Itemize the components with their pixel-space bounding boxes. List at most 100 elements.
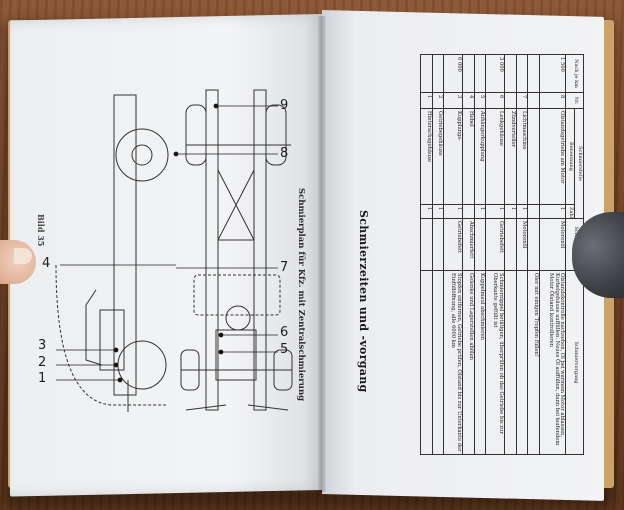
table-row: 5 Anhängerkupplung 1 Kuppelmaul abschmie…: [474, 54, 486, 455]
callout-8: 8: [280, 146, 289, 161]
cell-km: [527, 54, 540, 93]
front-wheel-side: [117, 340, 167, 390]
header-count: Zahl: [566, 204, 575, 219]
side-engine-block: [99, 309, 125, 371]
thumbnail-nail: [14, 248, 32, 264]
side-cab-outline: [85, 289, 103, 366]
cell-km: 6 000: [443, 54, 463, 93]
cell-km: 3 000: [485, 54, 505, 93]
top-frame-rail-right: [253, 89, 267, 411]
cell-name: Ölstandsgetriebe am Motor: [539, 108, 566, 205]
cell-name: Hinterachsgehäuse: [420, 108, 433, 205]
cell-km: [420, 54, 433, 93]
cell-name: Zündverteiler: [504, 108, 517, 205]
cell-count: 1: [432, 204, 444, 219]
callout-3: 3: [38, 338, 47, 353]
table-row: 4 Hebel Abschmierfett Gelenke und Lagers…: [462, 54, 475, 455]
cell-count: 1: [539, 204, 566, 219]
header-nr: Nr.: [566, 92, 584, 109]
cell-nr: 5: [474, 92, 486, 109]
cell-count: [527, 204, 540, 219]
cell-km: [504, 54, 517, 93]
cell-name: [527, 108, 540, 205]
side-frame-rail: [113, 94, 137, 396]
lube-point-3: [113, 347, 119, 353]
table-row: 6 000 3 Kupplungs- 1 Getriebefett Stopfe…: [443, 54, 463, 455]
top-rear-tyre-left: [185, 104, 207, 166]
cell-agent: [504, 218, 517, 271]
cell-nr: [504, 92, 517, 109]
header-name: Benennung: [566, 108, 575, 205]
cell-procedure: Stopfen entfernen, Getriebe prüfen, Ölst…: [443, 270, 463, 455]
cell-km: [432, 54, 444, 93]
header-lube-point: Schmierstelle: [574, 108, 584, 219]
cell-procedure: Kuppelmaul abschmieren: [474, 270, 486, 455]
cell-name: Getriebegehäuse: [432, 108, 444, 205]
callout-5: 5: [280, 342, 289, 357]
lube-point-2: [113, 362, 119, 368]
cell-km: [462, 54, 475, 93]
cell-count: 1: [504, 204, 517, 219]
cell-procedure: Gelenke und Lagerstellen abölen: [462, 270, 475, 455]
plan-title: Schmierplan für Kfz. mit Zentralschmieru…: [296, 188, 306, 402]
page-number: Bild 35: [36, 214, 46, 247]
cell-nr: [527, 92, 540, 109]
cell-km: [516, 54, 528, 93]
cell-nr: 2: [432, 92, 444, 109]
cell-name: Lenkgehäuse: [485, 108, 505, 205]
callout-4: 4: [42, 256, 51, 271]
top-frame-rail-left: [205, 89, 219, 411]
cell-name: Hebel: [462, 108, 475, 205]
cell-agent: Getriebefett: [443, 218, 463, 271]
lube-point-6: [218, 332, 224, 338]
table-row: 7 Lichtmaschine 1 Motorenöl: [516, 54, 528, 455]
cell-procedure: [516, 270, 528, 455]
cell-agent: [420, 218, 433, 271]
table-row: 2 Getriebegehäuse 1: [432, 54, 444, 455]
rear-wheel-side: [115, 128, 169, 182]
page-weight-stone: [572, 212, 624, 298]
cell-procedure: [420, 270, 433, 455]
callout-1: 1: [38, 371, 47, 386]
header-km: Nach je km: [566, 54, 584, 93]
header-procedure: Schmiervorgang: [566, 270, 584, 455]
cell-name: Anhängerkupplung: [474, 108, 486, 205]
cell-nr: 6: [485, 92, 505, 109]
table-row: Öler mit einigen Tropfen füllen!: [527, 54, 540, 455]
table-row: 1 Hinterachsgehäuse 1: [420, 54, 433, 455]
cell-agent: Motorenöl: [539, 218, 566, 271]
callout-9: 9: [280, 98, 289, 113]
lubrication-table-area: Nach je km Nr. Schmierstelle Schmiermitt…: [394, 54, 584, 455]
top-engine: [215, 329, 257, 381]
cell-name: Kupplungs-: [443, 108, 463, 205]
top-body-outline: [193, 274, 281, 316]
cell-procedure: [504, 270, 517, 455]
top-steering-wheel: [225, 305, 251, 331]
cell-count: 1: [474, 204, 486, 219]
lube-point-8: [173, 151, 179, 157]
callout-2: 2: [38, 355, 47, 370]
schedule-title: Schmierzeiten und -vorgang: [357, 210, 370, 393]
cell-nr: 1: [420, 92, 433, 109]
lube-point-1: [117, 377, 123, 383]
cell-procedure: Ölstandskontrolle nachsehen, Öl bei warm…: [539, 270, 566, 455]
cell-nr: 3: [443, 92, 463, 109]
callout-7: 7: [280, 260, 289, 275]
lubrication-table-rotated: Nach je km Nr. Schmierstelle Schmiermitt…: [394, 54, 584, 455]
lube-point-9: [213, 103, 219, 109]
cell-agent: Motorenöl: [516, 218, 528, 271]
cell-agent: Getriebefett: [485, 218, 505, 271]
cell-count: 1: [516, 204, 528, 219]
lubrication-table: Nach je km Nr. Schmierstelle Schmiermitt…: [420, 54, 584, 455]
top-bumper-lines: [185, 404, 289, 411]
cell-count: 1: [485, 204, 505, 219]
side-body-dashed: [55, 264, 166, 406]
lube-point-5: [218, 349, 224, 355]
cell-name: Lichtmaschine: [516, 108, 528, 205]
cell-km: 1 500: [539, 54, 566, 93]
cell-count: 1: [443, 204, 463, 219]
cell-procedure: [432, 270, 444, 455]
top-rear-tyre-right: [265, 104, 287, 166]
cell-procedure: Öler mit einigen Tropfen füllen!: [527, 270, 540, 455]
cell-nr: 8: [539, 92, 566, 109]
